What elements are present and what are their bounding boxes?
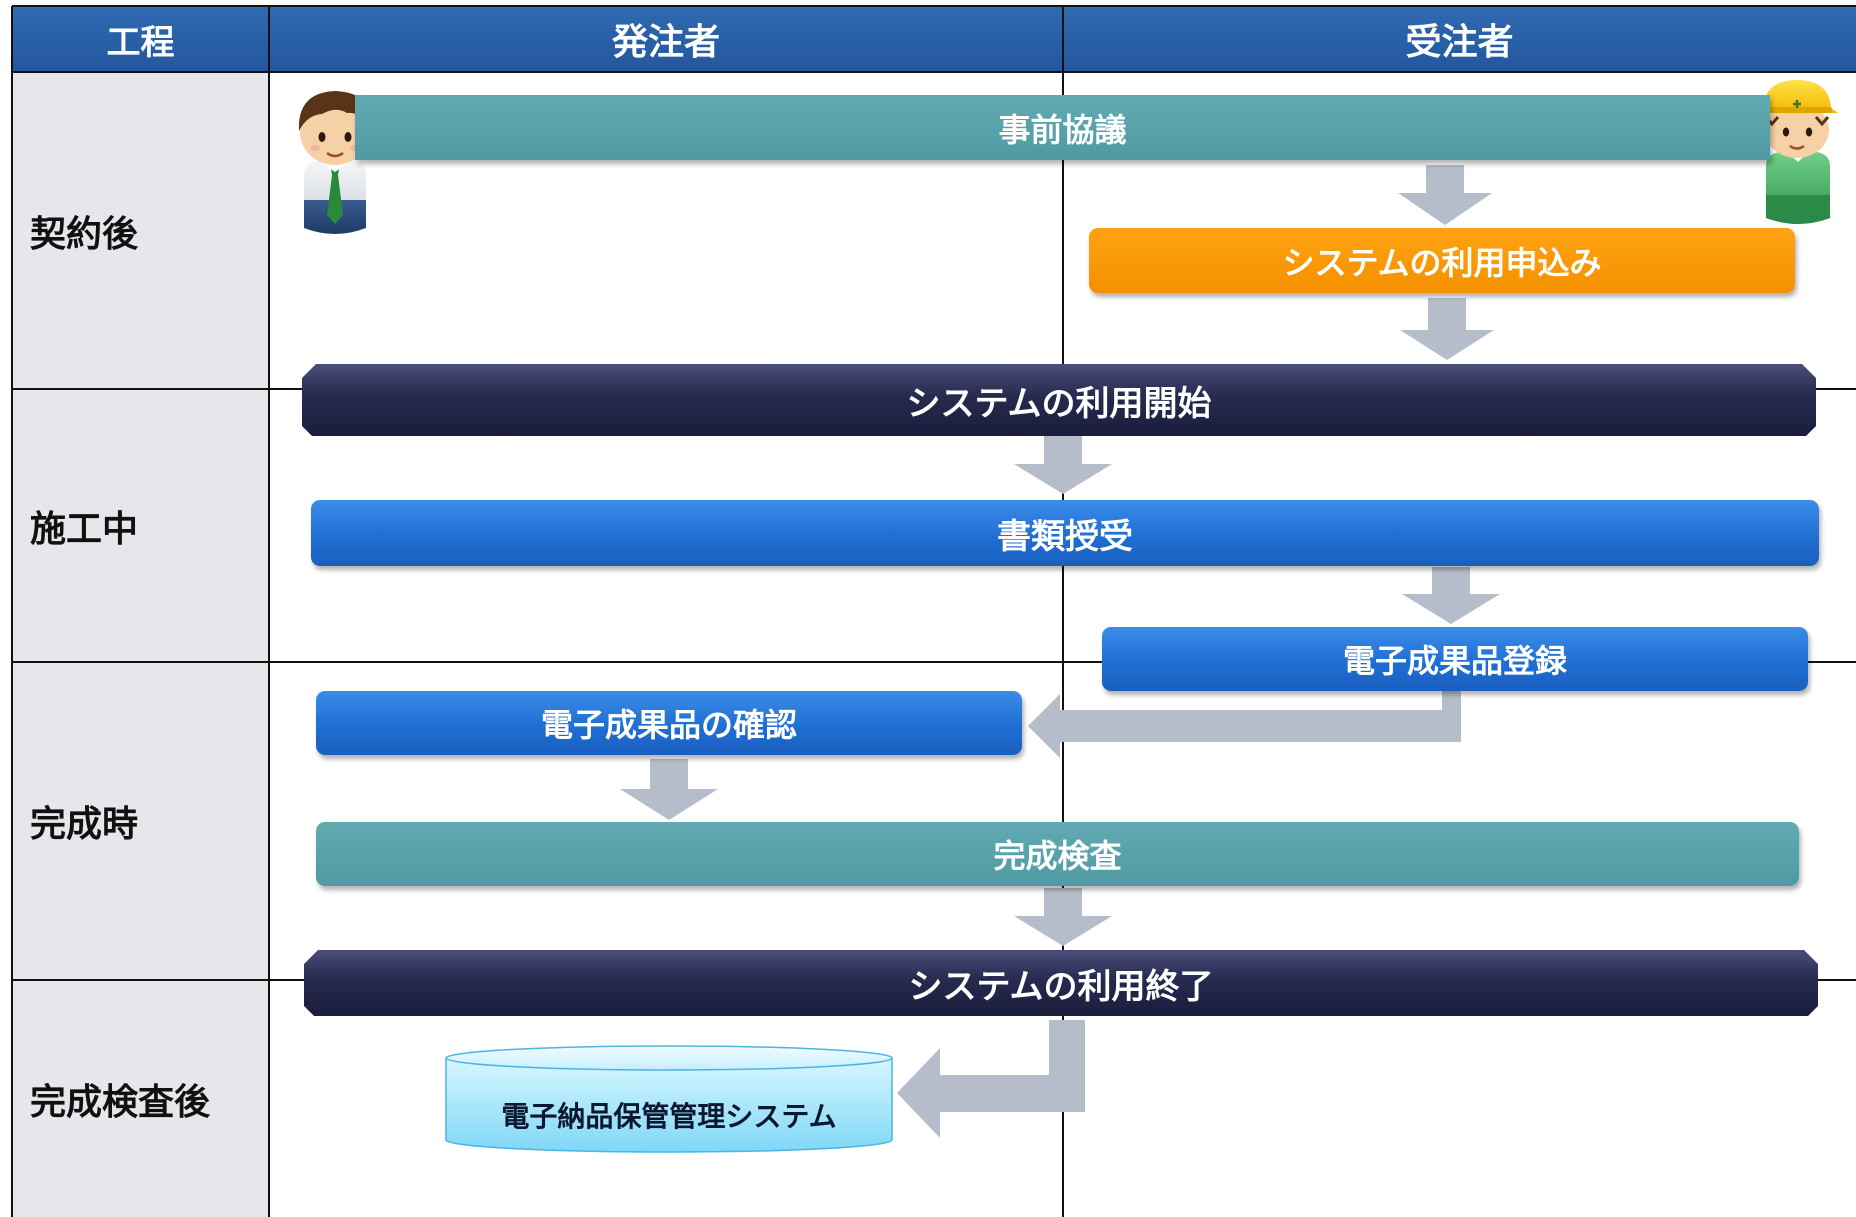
header-bar [12,6,1856,72]
step-completion-inspection: 完成検査 [316,822,1799,886]
database-cylinder-icon [445,1045,893,1153]
arrow-down-1 [1398,165,1492,225]
stage-after-inspection: 完成検査後 [30,980,260,1217]
step-prior-consultation: 事前協議 [355,95,1770,160]
step-system-start: システムの利用開始 [302,364,1816,436]
arrow-to-database [897,1020,1085,1138]
step-label: システムの利用終了 [908,966,1214,1007]
stage-label: 完成検査後 [30,1081,211,1123]
construction-worker-avatar-icon [1756,80,1838,224]
stage-column [12,72,269,1217]
step-label: 電子成果品登録 [1342,642,1567,680]
step-document-exchange: 書類授受 [311,500,1819,566]
header-contractor-label: 受注者 [1405,22,1514,63]
step-label: システムの利用申込み [1282,243,1602,282]
step-deliverable-confirmation: 電子成果品の確認 [316,691,1022,755]
database-label: 電子納品保管管理システム [501,1100,837,1133]
stage-label: 施工中 [30,508,139,550]
step-system-application: システムの利用申込み [1089,228,1795,293]
arrow-down-4 [1402,567,1500,624]
step-label: 事前協議 [998,110,1127,149]
arrow-down-6 [1014,888,1112,946]
stage-during-construction: 施工中 [30,389,260,662]
header-orderer-label: 発注者 [611,22,720,63]
step-label: 完成検査 [993,837,1122,875]
arrow-down-2 [1400,298,1494,360]
step-deliverable-registration: 電子成果品登録 [1102,627,1808,691]
header-orderer: 発注者 [269,6,1063,72]
header-contractor: 受注者 [1063,6,1856,72]
stage-at-completion: 完成時 [30,662,260,980]
header-process: 工程 [12,6,269,72]
step-label: 書類授受 [997,516,1133,557]
arrow-down-5 [620,759,718,820]
stage-label: 契約後 [30,213,139,255]
stage-label: 完成時 [30,804,139,845]
businessman-avatar-icon [298,91,373,234]
step-system-end: システムの利用終了 [304,950,1818,1016]
header-process-label: 工程 [106,22,175,63]
arrow-down-3 [1014,436,1112,494]
step-label: 電子成果品の確認 [540,706,797,744]
step-label: システムの利用開始 [906,383,1212,424]
arrow-left-to-confirmation [1028,690,1461,758]
stage-after-contract: 契約後 [30,72,260,389]
